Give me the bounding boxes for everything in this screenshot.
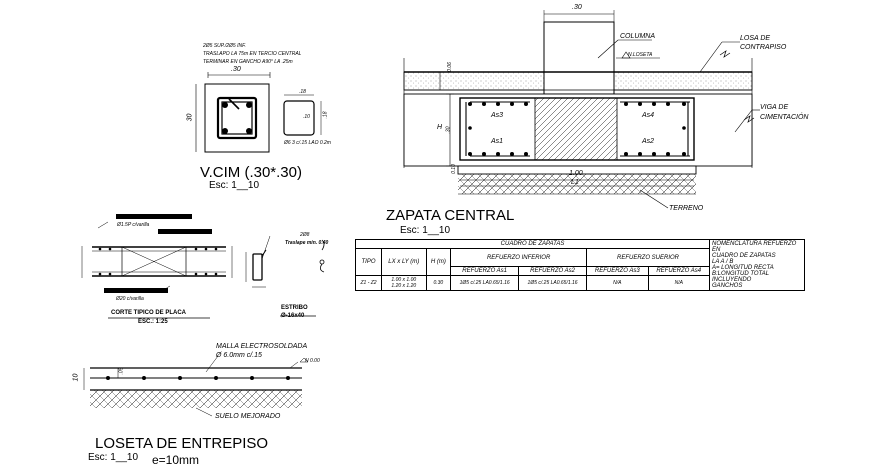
dim-100: 1.00 [569, 170, 583, 177]
th-as2: REFUERZO As2 [518, 266, 588, 276]
slab-title: CORTE TIPICO DE PLACA [111, 310, 187, 316]
loseta-malla: MALLA ELECTROSOLDADA [216, 343, 308, 350]
loseta-malla-spec: Ø 6.0mm c/.15 [216, 352, 262, 359]
slab-label-bottom: Ø20 c/varilla [116, 296, 144, 302]
td-as2: 1Ø5 c/.25 LA0.65/1.16 [518, 275, 588, 291]
loseta-suelo: SUELO MEJORADO [215, 413, 281, 420]
label-nloseta: N.LOSETA [628, 52, 653, 58]
dim-l1: L1 [571, 179, 579, 186]
th-as4: REFUERZO As4 [647, 266, 710, 276]
th-as1: REFUERZO As1 [450, 266, 520, 276]
loseta-section [83, 355, 309, 417]
label-losa: LOSA DE [740, 35, 771, 42]
loseta-dim-10: 10 [72, 373, 80, 382]
slab-label-top: Ø1.5P c/varilla [117, 222, 150, 228]
column-section [195, 72, 322, 153]
label-as1: As1 [491, 138, 504, 145]
col-note-2: TRASLAPO LA 75m EN TERCIO CENTRAL [203, 51, 302, 57]
label-as4: As4 [642, 112, 655, 119]
footing-table: CUADRO DE ZAPATAS NOMENCLATURA REFUERZO … [354, 239, 805, 291]
footing-title: ZAPATA CENTRAL [386, 207, 515, 224]
td-lxly: 1.00 x 1.00 1.20 x 1.20 [381, 275, 427, 291]
td-as3: N/A [586, 275, 649, 291]
table-note: GANCHOS [712, 283, 743, 289]
label-viga: VIGA DE [760, 104, 789, 111]
table-note: A= LONGITUD RECTA [712, 265, 774, 271]
stirrup-label-b: Traslape min. 0.40 [285, 240, 329, 246]
stirrup-note: Ø6 3 c/.15 LAO 0.2m [284, 140, 331, 146]
td-as1: 1Ø5 c/.25 LA0.65/1.16 [450, 275, 520, 291]
table-notes: NOMENCLATURA REFUERZO EN CUADRO DE ZAPAT… [709, 239, 805, 291]
table-note: CUADRO DE ZAPATAS [712, 253, 776, 259]
slab-scale: ESC.: 1:25 [138, 319, 168, 325]
td-tipo: Z1 - Z2 [354, 275, 383, 291]
stirrup-title: ESTRIBO [281, 305, 308, 311]
label-as3: As3 [491, 112, 504, 119]
dim-30: .30 [445, 126, 452, 134]
loseta-title: LOSETA DE ENTREPISO [95, 435, 269, 452]
td-as4: N/A [647, 275, 710, 291]
col-scale: Esc: 1__10 [209, 180, 260, 191]
stirrup-dim-h: .18 [299, 89, 306, 95]
th-as3: REFUERZO As3 [586, 266, 649, 276]
table-note: B:LONGITUD TOTAL INCLUYENDO [712, 271, 770, 283]
label-viga-2: CIMENTACIÓN [760, 114, 809, 121]
th-lxly: LX x LY (m) [381, 248, 427, 276]
loseta-dim-05: .05 [118, 367, 125, 375]
th-tipo: TIPO [354, 248, 383, 276]
slab-cut-detail [81, 214, 233, 319]
th-inferior: REFUERZO INFERIOR [450, 248, 588, 267]
stirrup-detail [245, 235, 325, 317]
label-terreno: TERRENO [669, 205, 704, 212]
stirrup-dim-v: .18 [322, 111, 329, 119]
footing-dim-top: .30 [572, 4, 582, 11]
dim-010: 0.10 [450, 164, 457, 174]
th-h: H (m) [425, 248, 452, 276]
stirrup-label-a: 2Ø8 [300, 232, 310, 238]
footing-section [403, 10, 760, 209]
stirrup-dim-diag: .10 [303, 114, 310, 120]
col-dim-side: 30 [186, 113, 194, 122]
dim-006: 0.06 [446, 62, 453, 72]
table-title: CUADRO DE ZAPATAS [355, 239, 710, 249]
td-h: 0.30 [425, 275, 452, 291]
table-note: LA A / B [712, 259, 734, 265]
col-dim-top: .30 [231, 66, 241, 73]
col-title: V.CIM (.30*.30) [200, 164, 302, 181]
label-columna: COLUMNA [620, 33, 656, 40]
col-note-1: 2Ø5 SUP./2Ø5 INF. [203, 43, 246, 49]
th-superior: REFUERZO SUERIOR [586, 248, 710, 267]
loseta-scale: Esc: 1__10 [88, 452, 139, 463]
dim-h: H [437, 124, 443, 131]
label-as2: As2 [642, 138, 655, 145]
col-note-3: TERMINAR EN GANCHO A90° LA .25m [203, 59, 293, 65]
label-losa-2: CONTRAPISO [740, 44, 787, 51]
loseta-nlevel: N 0.00 [305, 358, 320, 364]
loseta-thickness: e=10mm [152, 453, 200, 467]
stirrup-scale: Ø-16x40 [281, 313, 305, 319]
table-note: NOMENCLATURA REFUERZO EN [712, 241, 797, 253]
footing-scale: Esc: 1__10 [400, 225, 451, 236]
